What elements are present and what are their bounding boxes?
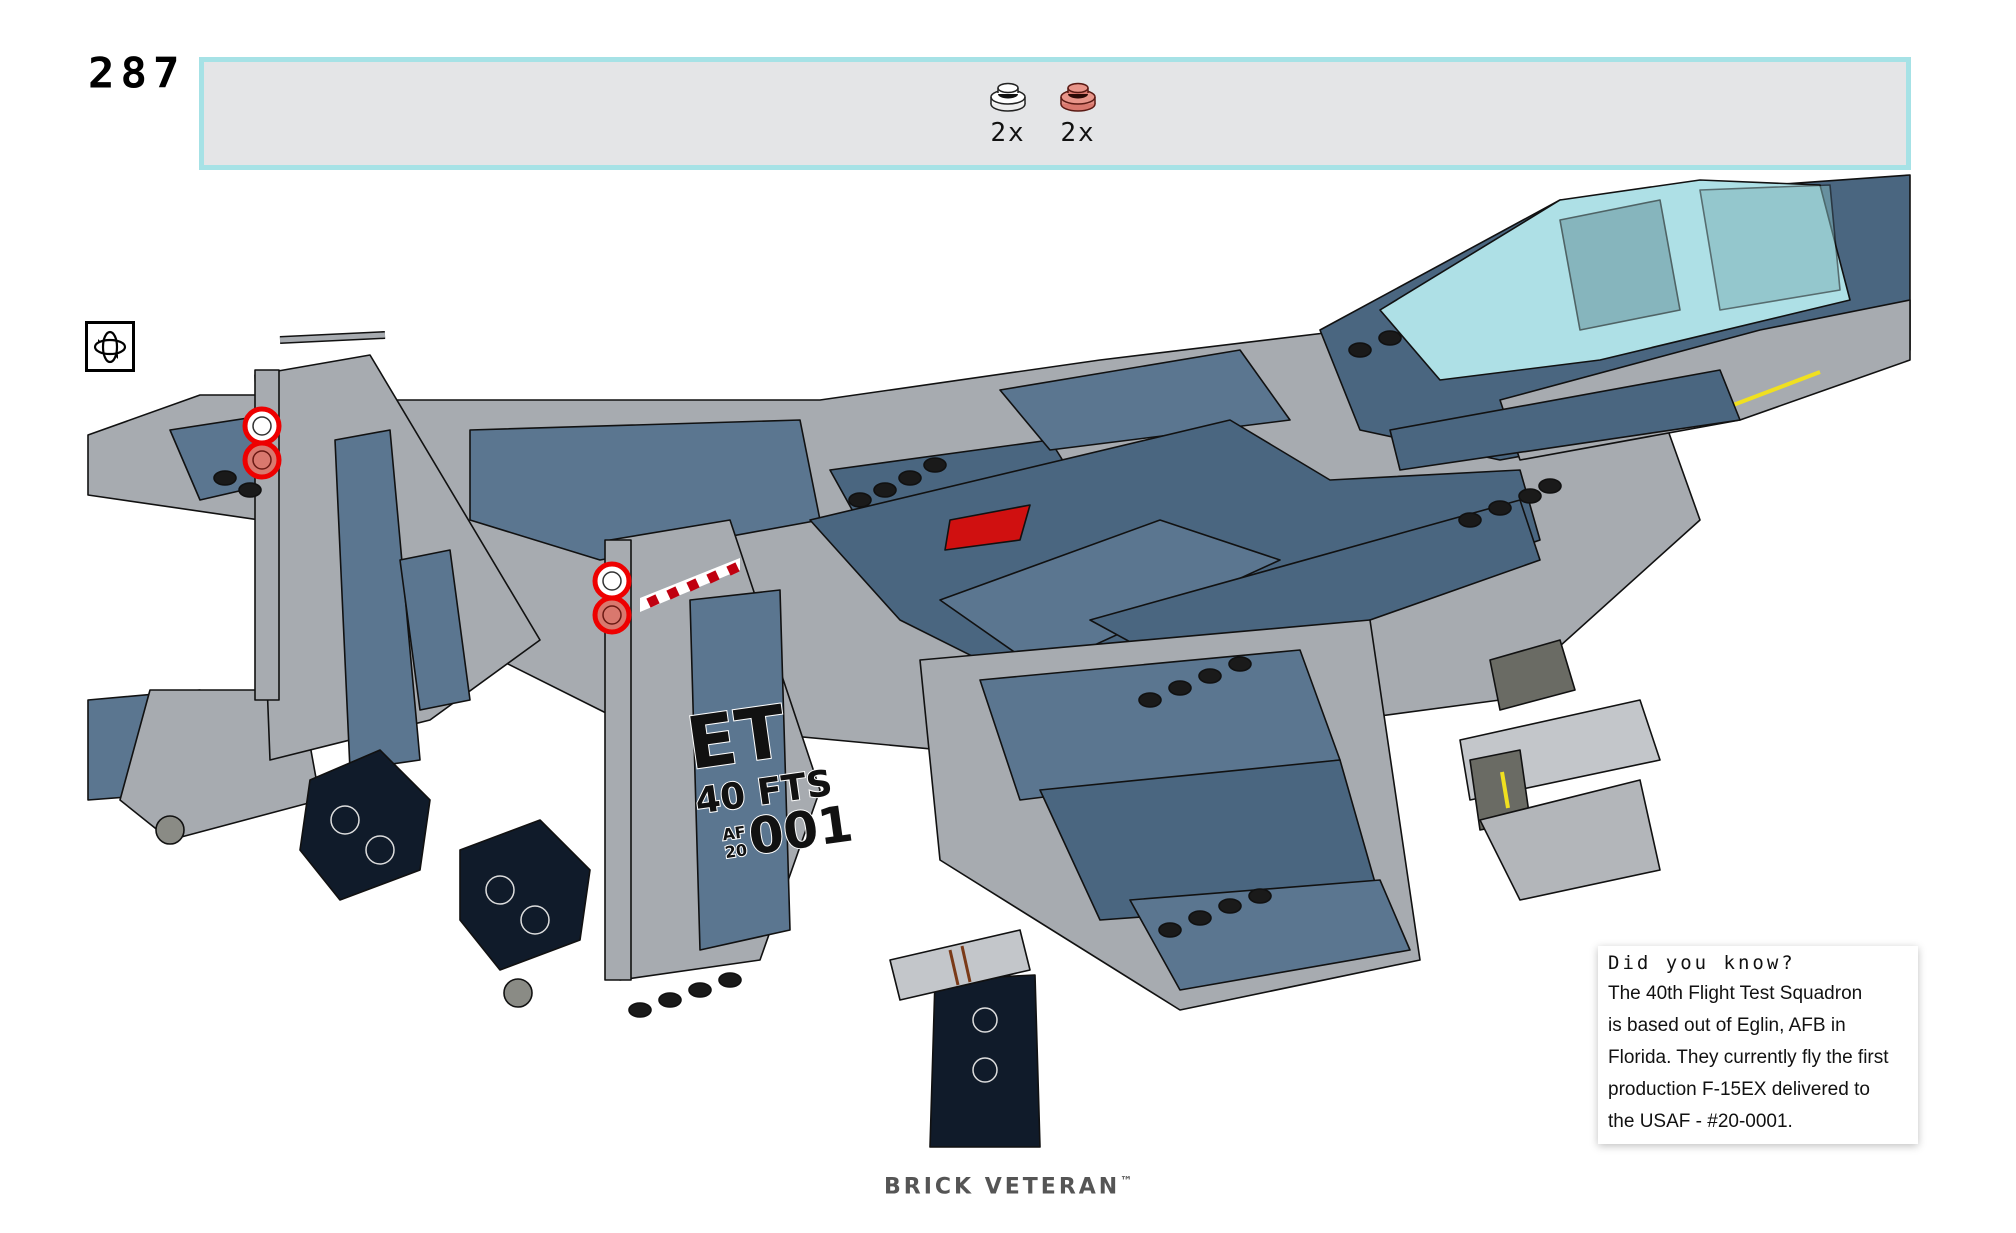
missile-under-fuselage — [889, 929, 1031, 1001]
brand-logo: BRICK VETERAN™ — [884, 1174, 1132, 1199]
tail-red-checker-stripe — [646, 562, 740, 608]
info-line: Florida. They currently fly the first — [1608, 1047, 1889, 1068]
tail-code: ET — [682, 689, 791, 786]
brand-name: BRICK VETERAN — [884, 1174, 1121, 1200]
part-quantity: 2x — [1060, 118, 1096, 148]
left-vertical-tail — [254, 331, 541, 771]
rotate-model-icon — [85, 321, 135, 372]
trans-red-round-plate-icon — [1060, 82, 1096, 112]
forward-fuselage — [1319, 174, 1911, 471]
info-title: Did you know? — [1608, 952, 1796, 974]
white-round-plate-icon — [990, 82, 1026, 112]
tail-unit: 40 FTS — [693, 763, 835, 823]
wing-missiles — [1459, 639, 1661, 901]
engine-nozzles — [155, 749, 591, 1008]
did-you-know-box: Did you know? The 40th Flight Test Squad… — [1598, 946, 1918, 1144]
info-line: production F-15EX delivered to — [1608, 1079, 1870, 1100]
parts-list: 2x 2x — [984, 80, 1102, 148]
landing-gear — [929, 974, 1041, 1148]
studs — [213, 330, 1562, 1018]
highlight-new-parts — [242, 406, 632, 635]
left-horizontal-stabilizer — [87, 394, 401, 841]
tail-af-bottom: 20 — [724, 840, 749, 862]
info-line: The 40th Flight Test Squadron — [1608, 983, 1863, 1004]
rotate-arrows-icon — [93, 330, 127, 363]
parts-callout: 2x 2x — [199, 57, 1911, 170]
info-line: the USAF - #20-0001. — [1608, 1111, 1793, 1132]
lower-wing — [919, 619, 1421, 1011]
right-vertical-tail — [604, 519, 821, 981]
tail-af-top: AF — [721, 822, 747, 844]
info-line: is based out of Eglin, AFB in — [1608, 1015, 1846, 1036]
part-item-white-round-plate: 2x — [984, 80, 1032, 148]
part-quantity: 2x — [990, 118, 1026, 148]
part-item-red-round-plate: 2x — [1054, 80, 1102, 148]
page-number: 287 — [88, 49, 186, 98]
trademark-symbol: ™ — [1120, 1174, 1133, 1188]
main-wing — [379, 329, 1701, 761]
tail-markings: ET 40 FTS AF 20 001 — [681, 688, 858, 867]
tail-serial: 001 — [745, 794, 856, 866]
